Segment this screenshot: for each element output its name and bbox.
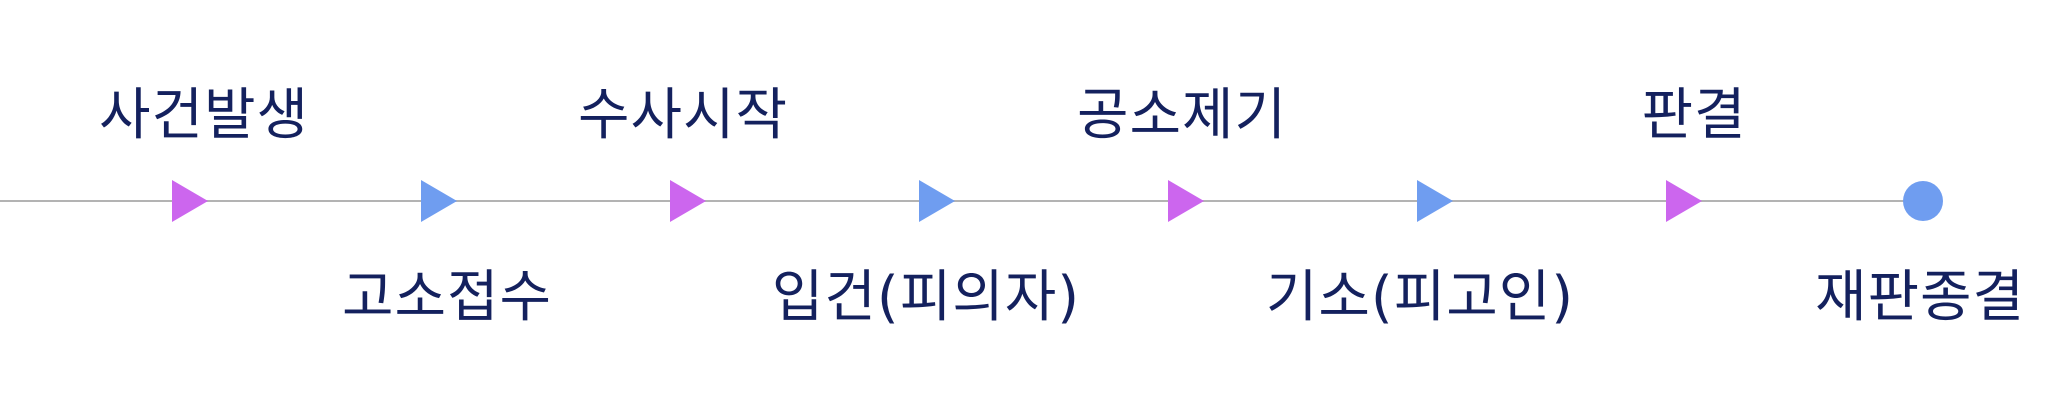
step-4-label: 입건(피의자)	[771, 265, 1081, 330]
step-6-label: 기소(피고인)	[1265, 265, 1575, 330]
step-5-triangle-icon	[1168, 180, 1204, 222]
step-6-triangle-icon	[1417, 180, 1453, 222]
step-4-triangle-icon	[919, 180, 955, 222]
step-8-label: 재판종결	[1814, 265, 2026, 330]
timeline-axis-line	[0, 200, 1925, 202]
step-1-label: 사건발생	[98, 83, 310, 148]
step-2-triangle-icon	[421, 180, 457, 222]
step-3-triangle-icon	[670, 180, 706, 222]
step-7-triangle-icon	[1666, 180, 1702, 222]
step-5-label: 공소제기	[1076, 83, 1288, 148]
step-3-label: 수사시작	[577, 83, 789, 148]
step-8-end-circle-icon	[1903, 181, 1943, 221]
step-1-triangle-icon	[172, 180, 208, 222]
step-7-label: 판결	[1641, 83, 1747, 148]
step-2-label: 고소접수	[341, 265, 553, 330]
